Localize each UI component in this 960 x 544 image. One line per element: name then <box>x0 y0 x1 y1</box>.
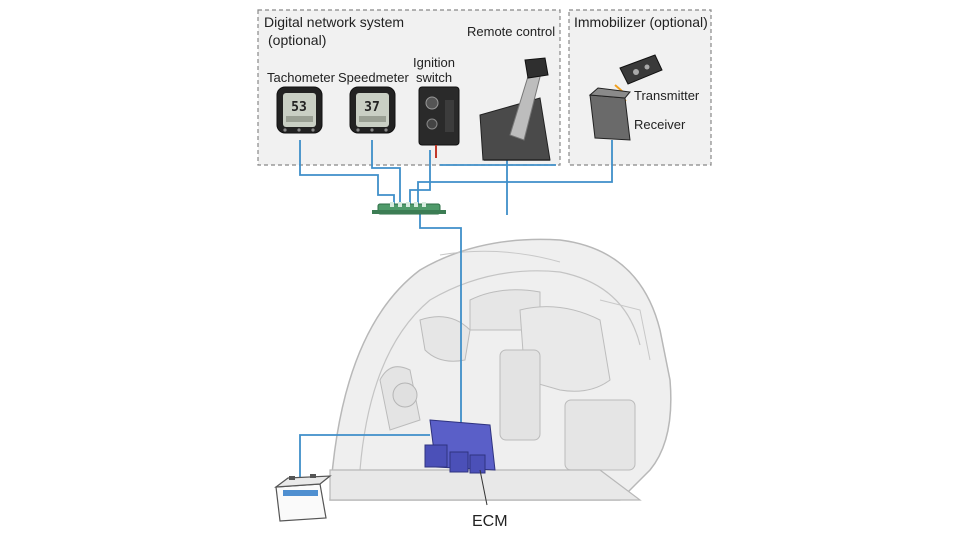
immobilizer-group-box <box>568 9 712 166</box>
receiver-unit <box>588 87 631 141</box>
speedometer-readout: 37 <box>364 100 380 115</box>
ecm-label: ECM <box>472 513 508 530</box>
network-group-title: Digital network system <box>264 14 405 30</box>
battery <box>274 474 332 522</box>
tachometer-readout: 53 <box>291 100 307 115</box>
remote-control-lever <box>479 57 551 161</box>
ignition-label-line2: switch <box>415 70 453 85</box>
transmitter-label: Transmitter <box>634 88 700 103</box>
tachometer-label: Tachometer <box>267 70 335 85</box>
immobilizer-group-title: Immobilizer (optional) <box>574 14 708 30</box>
ignition-switch <box>418 86 460 158</box>
transmitter-fob <box>619 54 663 85</box>
ignition-label-line1: Ignition <box>413 55 455 70</box>
network-wires <box>299 140 613 500</box>
network-hub <box>372 202 446 215</box>
tachometer-gauge: 53 <box>276 86 323 134</box>
speedometer-label: Speedmeter <box>338 70 409 85</box>
receiver-label: Receiver <box>634 117 686 132</box>
network-group-subtitle: (optional) <box>268 32 327 48</box>
outboard-engine <box>329 238 672 501</box>
ecm-unit <box>424 419 496 506</box>
remote-label: Remote control <box>467 24 556 39</box>
speedometer-gauge: 37 <box>349 86 396 134</box>
